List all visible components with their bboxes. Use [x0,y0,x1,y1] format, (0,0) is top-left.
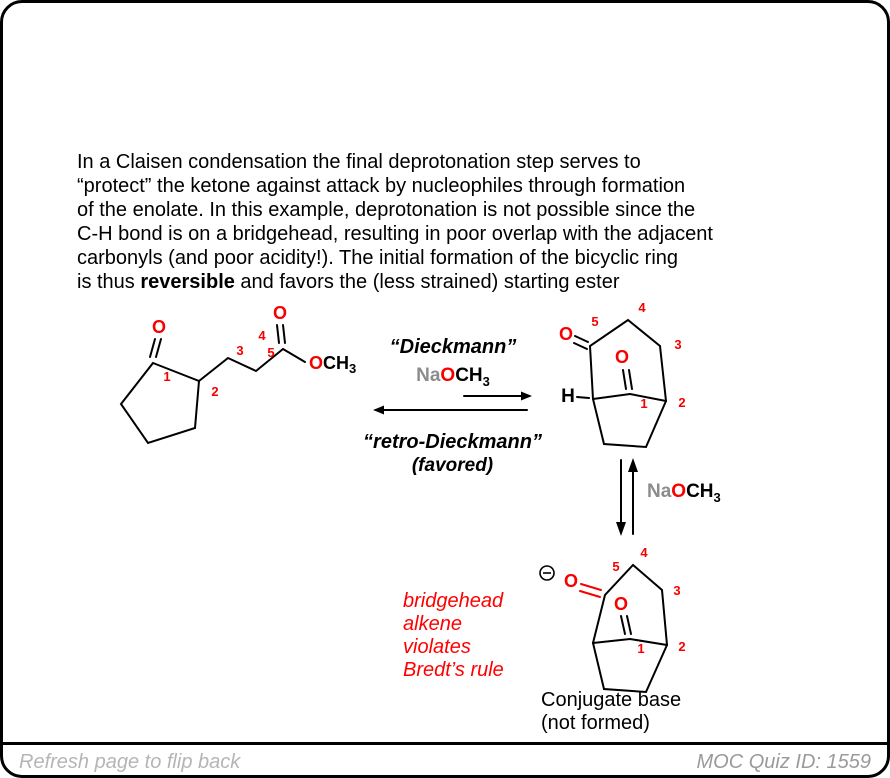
intro-line: carbonyls (and poor acidity!). The initi… [77,247,679,269]
carbon-number-2: 2 [678,395,685,410]
carbon-number-1: 1 [637,641,644,656]
carbon-number-2: 2 [678,639,685,654]
bicyclic-bond-lines [573,318,667,449]
carbon-number-3: 3 [236,343,243,358]
dieckmann-label: “Dieckmann” [389,336,517,358]
down-arrowhead-icon [616,522,626,536]
ester-bond-lines [119,324,306,445]
carbon-number-4: 4 [258,328,266,343]
bredt-rule-note: bridgehead alkene violates Bredt’s rule [403,590,504,681]
up-arrowhead-icon [628,458,638,472]
carbon-number-5: 5 [612,559,619,574]
favored-note: (favored) [411,455,494,476]
starting-ester-structure: O O OCH3 1 2 3 4 5 [119,303,356,445]
carbon-number-3: 3 [674,337,681,352]
carbon-number-5: 5 [267,345,274,360]
ketone-oxygen-label: O [152,317,166,337]
minus-charge-icon [539,565,555,581]
reversible-emphasis: reversible [140,271,235,293]
ketone-oxygen-label: O [614,594,628,614]
ketone-oxygen-label: O [559,324,573,344]
intro-line: is thus reversible and favors the (less … [77,271,620,293]
equilibrium-arrows-icon [373,391,532,415]
intro-line: In a Claisen condensation the final depr… [77,151,641,173]
carbon-number-1: 1 [640,396,647,411]
conjugate-base-caption: Conjugate base (not formed) [541,689,682,734]
carbon-number-1: 1 [163,369,170,384]
bridgehead-hydrogen-label: H [561,386,575,407]
reverse-arrowhead-icon [373,405,384,415]
naoch3-reagent: NaOCH3 [416,365,490,389]
och3-label: OCH3 [309,353,356,376]
enolate-bond-lines [592,563,668,694]
carbon-number-5: 5 [591,314,598,329]
forward-arrowhead-icon [521,391,532,401]
bicyclic-diketone-structure: O O H 1 2 3 4 5 [559,300,686,449]
vertical-equilibrium-arrows-icon [616,458,638,536]
ester-oxygen-label: O [273,303,287,323]
retro-dieckmann-label: “retro-Dieckmann” [363,431,542,453]
intro-line: C-H bond is on a bridgehead, resulting i… [77,223,713,245]
carbon-number-4: 4 [640,545,648,560]
footer-divider [3,742,887,745]
intro-paragraph: In a Claisen condensation the final depr… [77,150,713,294]
footer-quiz-id: MOC Quiz ID: 1559 [696,751,871,773]
carbon-number-2: 2 [211,384,218,399]
intro-line: “protect” the ketone against attack by n… [77,175,686,197]
enolate-oxygen-bond [579,583,602,598]
ketone-oxygen-label: O [615,347,629,367]
naoch3-reagent: NaOCH3 [647,481,721,505]
carbon-number-4: 4 [638,300,646,315]
carbon-number-3: 3 [673,583,680,598]
footer-flip-hint: Refresh page to flip back [19,751,241,773]
intro-line: of the enolate. In this example, deproto… [77,199,696,221]
enolate-oxygen-label: O [564,571,578,591]
conjugate-base-structure: O O 1 2 3 4 5 [539,545,686,694]
